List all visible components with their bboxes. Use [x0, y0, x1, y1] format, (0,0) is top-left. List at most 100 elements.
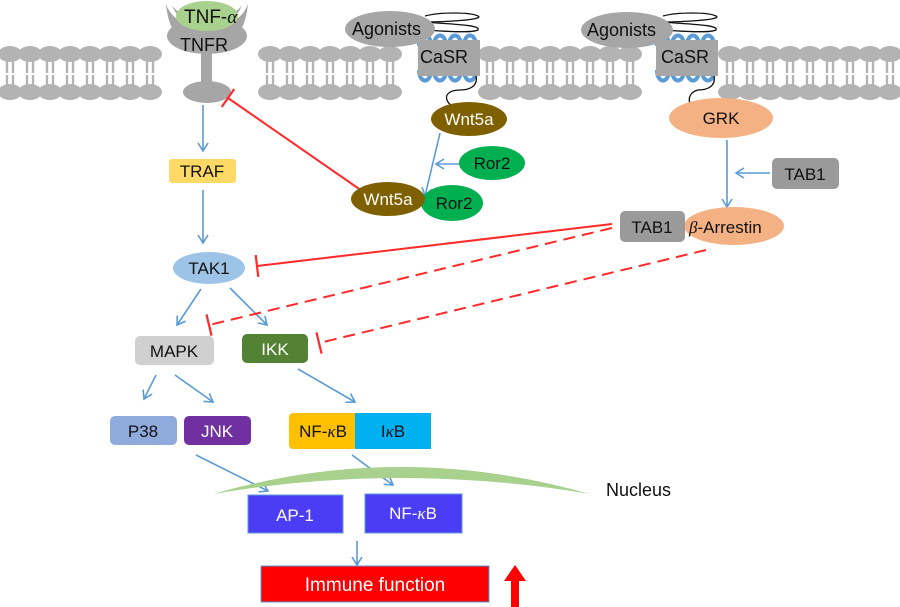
lipid-head	[518, 46, 542, 62]
lipid-tail	[125, 75, 129, 88]
lipid-tail	[25, 60, 29, 73]
lipid-tail	[585, 60, 589, 73]
lipid-head	[278, 46, 302, 62]
lipid-head	[878, 84, 900, 100]
arrow-wnt5a-to-complex	[421, 132, 441, 198]
lipid-head	[818, 46, 842, 62]
lipid-head	[518, 84, 542, 100]
lipid-head	[358, 84, 382, 100]
lipid-tail	[505, 75, 509, 88]
lipid-tail	[831, 75, 835, 88]
lipid-tail	[65, 60, 69, 73]
lipid-tail	[71, 75, 75, 88]
lipid-tail	[365, 75, 369, 88]
tab1-node: TAB1	[772, 158, 839, 189]
ap1-node: AP-1	[247, 494, 344, 534]
lipid-tail	[531, 60, 535, 73]
lipid-tail	[331, 75, 335, 88]
nuclear-membrane	[213, 467, 590, 494]
nucleus-label: Nucleus	[606, 480, 671, 500]
lipid-tail	[771, 60, 775, 73]
lipid-tail	[811, 75, 815, 88]
lipid-tail	[631, 60, 635, 73]
cell-membrane	[0, 46, 900, 100]
lipid-tail	[485, 75, 489, 88]
lipid-tail	[325, 60, 329, 73]
lipid-head	[138, 46, 162, 62]
lipid-tail	[25, 75, 29, 88]
lipid-head	[78, 84, 102, 100]
svg-text:TAK1: TAK1	[188, 259, 229, 278]
lipid-tail	[825, 75, 829, 88]
svg-text:P38: P38	[128, 422, 158, 441]
svg-text:Immune function: Immune function	[305, 575, 445, 596]
lipid-tail	[5, 60, 9, 73]
grk-node: GRK	[669, 98, 773, 138]
arrow-tak1-to-ikk	[229, 287, 269, 327]
lipid-tail	[11, 75, 15, 88]
lipid-tail	[511, 60, 515, 73]
inhibit-tab1-to-tak1	[254, 223, 613, 278]
ror2-node: Ror2	[459, 146, 525, 180]
lipid-head	[558, 46, 582, 62]
lipid-head	[118, 46, 142, 62]
tnfr-label: TNFR	[180, 35, 228, 55]
lipid-tail	[311, 75, 315, 88]
svg-text:TAB1: TAB1	[631, 218, 672, 237]
lipid-tail	[805, 75, 809, 88]
agonists-right-label: Agonists	[587, 20, 656, 40]
lipid-tail	[151, 60, 155, 73]
svg-text:IKK: IKK	[261, 340, 289, 359]
lipid-tail	[51, 75, 55, 88]
lipid-tail	[285, 60, 289, 73]
lipid-head	[38, 84, 62, 100]
lipid-tail	[885, 75, 889, 88]
lipid-tail	[565, 75, 569, 88]
lipid-tail	[785, 60, 789, 73]
lipid-tail	[851, 75, 855, 88]
traf-node: TRAF	[169, 159, 236, 183]
lipid-tail	[531, 75, 535, 88]
arrow-ikk-to-nfkb	[297, 368, 357, 404]
lipid-tail	[5, 75, 9, 88]
lipid-head	[498, 84, 522, 100]
lipid-head	[758, 84, 782, 100]
lipid-tail	[391, 75, 395, 88]
tab1-arrestin-complex: TAB1 β-Arrestin	[620, 207, 784, 245]
lipid-tail	[391, 60, 395, 73]
lipid-tail	[331, 60, 335, 73]
nfkb-nuclear-node: NF-κB	[364, 493, 463, 534]
svg-text:Ror2: Ror2	[436, 194, 473, 213]
p38-node: P38	[110, 416, 177, 445]
lipid-tail	[151, 75, 155, 88]
lipid-head	[618, 46, 642, 62]
lipid-head	[538, 84, 562, 100]
lipid-tail	[385, 75, 389, 88]
lipid-head	[778, 46, 802, 62]
inhibit-wnt5a-to-tnfr	[220, 88, 366, 194]
lipid-head	[738, 84, 762, 100]
lipid-tail	[845, 75, 849, 88]
svg-text:AP-1: AP-1	[276, 506, 314, 525]
lipid-tail	[145, 75, 149, 88]
lipid-tail	[45, 60, 49, 73]
svg-text:Ror2: Ror2	[474, 154, 511, 173]
lipid-tail	[51, 60, 55, 73]
lipid-tail	[745, 75, 749, 88]
lipid-tail	[631, 75, 635, 88]
lipid-head	[498, 46, 522, 62]
lipid-tail	[305, 60, 309, 73]
lipid-head	[0, 84, 22, 100]
lipid-head	[878, 46, 900, 62]
lipid-head	[598, 46, 622, 62]
lipid-head	[0, 46, 22, 62]
lipid-head	[258, 46, 282, 62]
lipid-tail	[45, 75, 49, 88]
lipid-tail	[265, 60, 269, 73]
lipid-tail	[311, 60, 315, 73]
lipid-tail	[91, 75, 95, 88]
lipid-head	[798, 46, 822, 62]
lipid-tail	[85, 75, 89, 88]
lipid-tail	[811, 60, 815, 73]
lipid-head	[598, 84, 622, 100]
